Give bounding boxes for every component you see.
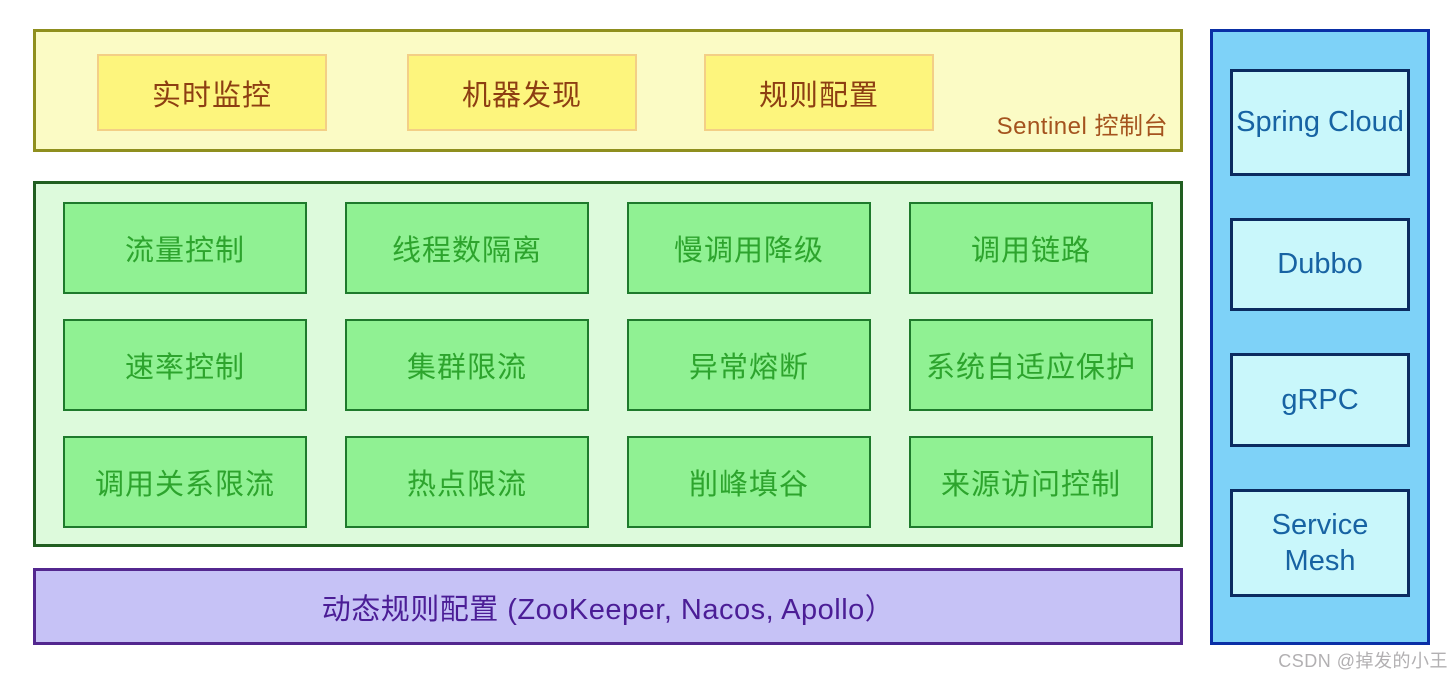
dynamic-rule-config-bar: 动态规则配置 (ZooKeeper, Nacos, Apollo） [33,568,1183,645]
integration-service-mesh: Service Mesh [1230,489,1410,597]
feature-relation-flow-control: 调用关系限流 [63,436,307,528]
console-box-machine-discovery: 机器发现 [407,54,637,131]
feature-peak-shaving: 削峰填谷 [627,436,871,528]
feature-exception-circuit-breaking: 异常熔断 [627,319,871,411]
feature-cluster-flow-control: 集群限流 [345,319,589,411]
feature-thread-isolation: 线程数隔离 [345,202,589,294]
feature-call-chain: 调用链路 [909,202,1153,294]
integration-grpc: gRPC [1230,353,1410,447]
console-box-realtime-monitoring: 实时监控 [97,54,327,131]
console-panel-title: Sentinel 控制台 [996,113,1168,140]
feature-hotspot-flow-control: 热点限流 [345,436,589,528]
feature-system-adaptive-protection: 系统自适应保护 [909,319,1153,411]
csdn-watermark: CSDN @掉发的小王 [1278,651,1448,671]
feature-slow-call-degradation: 慢调用降级 [627,202,871,294]
integrations-panel: Spring Cloud Dubbo gRPC Service Mesh [1210,29,1430,645]
feature-flow-control: 流量控制 [63,202,307,294]
sentinel-features-panel: 流量控制 线程数隔离 慢调用降级 调用链路 速率控制 集群限流 异常熔断 系统自… [33,181,1183,547]
integration-spring-cloud: Spring Cloud [1230,69,1410,176]
feature-rate-control: 速率控制 [63,319,307,411]
integration-dubbo: Dubbo [1230,218,1410,311]
feature-origin-access-control: 来源访问控制 [909,436,1153,528]
sentinel-console-panel: 实时监控 机器发现 规则配置 Sentinel 控制台 [33,29,1183,152]
console-box-rule-config: 规则配置 [704,54,934,131]
